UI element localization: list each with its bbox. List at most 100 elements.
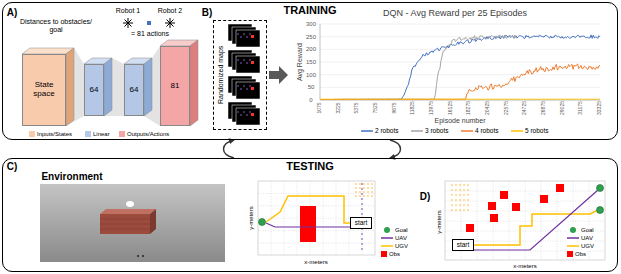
waypoint-dot: [361, 188, 363, 190]
robot-marker: [147, 21, 151, 25]
axis: [320, 24, 321, 100]
tick-label: 3225: [336, 102, 342, 113]
waypoint-dot: [463, 189, 464, 190]
legend-text: 3 robots: [425, 127, 449, 134]
grid-line: [445, 201, 605, 202]
waypoint-dot: [363, 187, 364, 188]
waypoint-dot: [359, 187, 360, 188]
tick-label: 26875: [541, 101, 547, 115]
waypoint-dot: [463, 209, 464, 210]
output-layer: 81: [160, 46, 190, 126]
panel-letter: A): [7, 7, 18, 18]
legend-sample: [381, 242, 393, 250]
legend-entry: Goal: [566, 226, 595, 234]
map-dot: [246, 62, 248, 64]
waypoint-dot: [361, 193, 363, 195]
grid-line: [509, 181, 510, 260]
waypoint-dot: [451, 189, 452, 190]
layer-side: [144, 58, 152, 116]
legend-text: 5 robots: [525, 127, 549, 134]
legend-entry: Outputs/Actions: [118, 130, 170, 138]
tick-label: 200: [306, 46, 316, 53]
waypoint-dot: [371, 195, 372, 196]
chart-gridline: [320, 24, 600, 25]
map-dot: [237, 85, 239, 87]
map-thumbnail: [236, 56, 260, 73]
legend-entry: Obs: [380, 250, 401, 258]
environment-render: [40, 184, 225, 262]
map-dot: [243, 111, 245, 113]
panel-letter: C): [7, 161, 18, 172]
map-obstacle: [251, 113, 254, 116]
waypoint-dot: [355, 187, 356, 188]
reward-curve: [320, 99, 600, 100]
map-thumbnail: [236, 82, 260, 99]
legend-entry: UGV: [566, 242, 595, 250]
legend-entry: Goal: [380, 226, 409, 234]
legend-line: [381, 237, 393, 239]
waypoint-dot: [367, 195, 368, 196]
panel-letter: D): [420, 191, 431, 202]
legend-sample: [567, 242, 579, 250]
waypoint-dot: [361, 233, 363, 235]
legend-text: UGV: [581, 243, 594, 250]
plot-frame: [258, 181, 375, 255]
waypoint-dot: [467, 204, 468, 205]
map-obstacle: [251, 35, 254, 38]
legend-entry: UAV: [566, 234, 594, 242]
waypoint-dot: [455, 199, 456, 200]
waypoint-dot: [371, 187, 372, 188]
uav-path: [266, 223, 350, 227]
grid-line: [445, 191, 605, 192]
waypoint-dot: [359, 195, 360, 196]
tick-label: 5375: [355, 102, 361, 113]
legend-line: [567, 245, 579, 247]
waypoint-dot: [363, 183, 364, 184]
chart-gridline: [320, 49, 600, 50]
start-box: start: [452, 239, 474, 251]
legend-text: UGV: [395, 243, 408, 250]
waypoint-dot: [459, 194, 460, 195]
waypoint-dot: [463, 204, 464, 205]
tick-label: 31175: [579, 101, 585, 115]
map-dot: [240, 36, 242, 38]
uav-light: [126, 201, 134, 207]
goal-marker: [597, 207, 604, 214]
grid-line: [258, 205, 375, 206]
layer-prisms: [22, 40, 198, 126]
legend-dot: [384, 227, 390, 233]
legend-entry: Obs: [566, 250, 587, 258]
brick-lines: [100, 219, 150, 229]
waypoint-dot: [359, 183, 360, 184]
map-dot: [237, 111, 239, 113]
tick-label: 33325: [597, 101, 603, 115]
reward-curves: [320, 35, 600, 100]
waypoint-dot: [455, 204, 456, 205]
tick-label: 7525: [373, 102, 379, 113]
legend-line: [511, 130, 523, 132]
map-dot: [240, 88, 242, 90]
panel-title: TESTING: [283, 160, 337, 172]
tick-label: 100: [306, 71, 316, 78]
section-title: Environment: [41, 171, 102, 182]
map-dot: [249, 59, 251, 61]
layer-label: 64: [90, 86, 99, 95]
waypoint-dot: [467, 209, 468, 210]
legend-text: UAV: [581, 235, 593, 242]
waypoint-dot: [463, 199, 464, 200]
input-note: Distances to obstacles/ goal: [14, 18, 98, 33]
map-dot: [249, 85, 251, 87]
grid-line: [258, 243, 375, 244]
legend-line: [381, 245, 393, 247]
axis-title: y-meters: [436, 210, 443, 233]
map-thumbnail: [236, 30, 260, 47]
legend-text: 2 robots: [375, 127, 399, 134]
grid-line: [258, 193, 375, 194]
legend-entry: Linear: [84, 130, 111, 138]
axis-title: y-meters: [248, 206, 255, 229]
waypoint-dot: [459, 189, 460, 190]
legend-text: UAV: [395, 235, 407, 242]
waypoint-dot: [455, 184, 456, 185]
